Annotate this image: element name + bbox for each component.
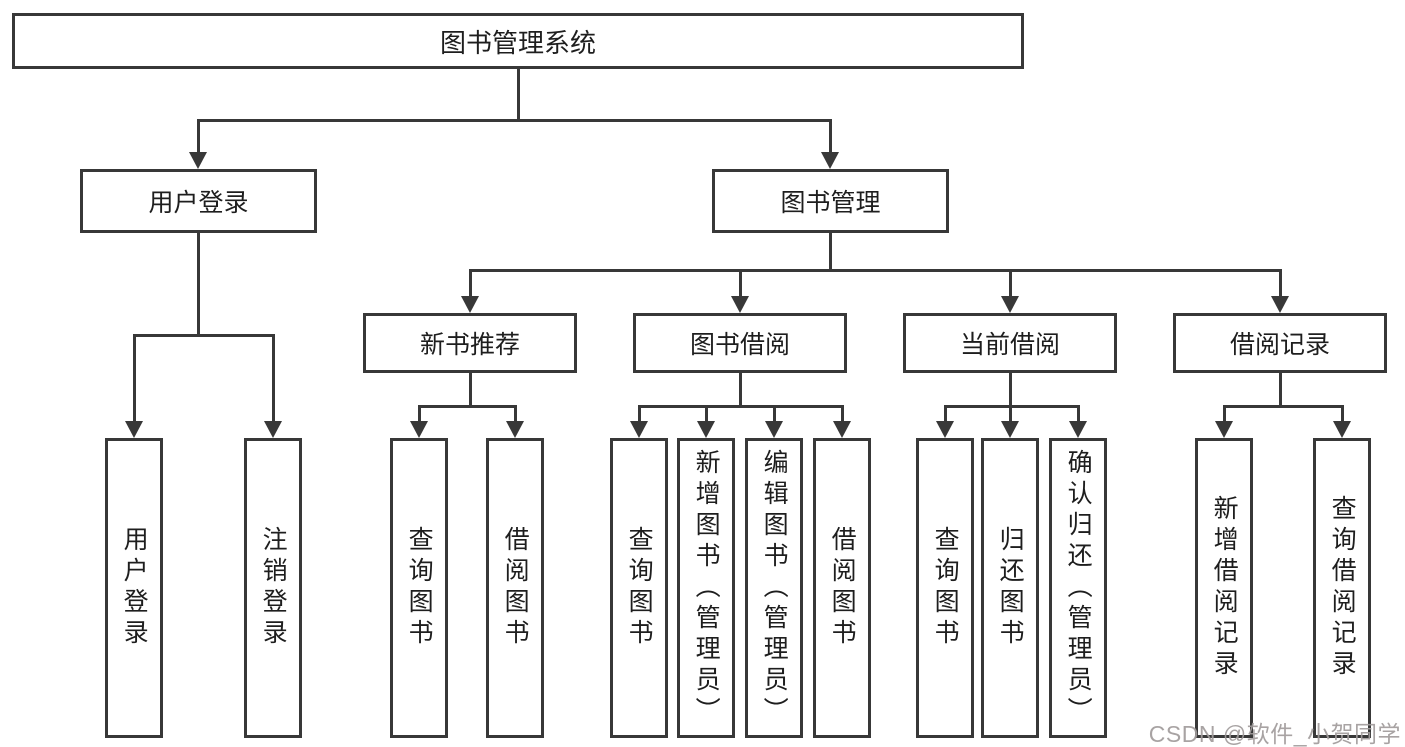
arrowhead-cb-return <box>1001 421 1019 438</box>
leaf-label: 借阅图书 <box>828 526 857 650</box>
arrowhead-bb-edit <box>765 421 783 438</box>
connector-book-borrow-bus <box>637 405 844 408</box>
leaf-label: 确认归还（管理员） <box>1064 448 1093 728</box>
connector-level2-bus <box>196 119 832 122</box>
connector-stub-cb-return <box>1008 407 1012 423</box>
connector-stub-current-borrow <box>1008 271 1012 298</box>
node-new-book-recommend: 新书推荐 <box>363 313 577 373</box>
node-label: 图书管理 <box>780 189 881 217</box>
connector-level3-bus <box>468 269 1282 272</box>
arrowhead-nb-borrow <box>506 421 524 438</box>
node-user-login: 用户登录 <box>80 169 317 233</box>
connector-stub-br-query <box>1340 407 1344 423</box>
arrowhead-br-add <box>1215 421 1233 438</box>
leaf-newbook-query: 查询图书 <box>390 438 448 738</box>
leaf-borrow-book: 借阅图书 <box>813 438 871 738</box>
arrowhead-book-borrow <box>731 296 749 313</box>
leaf-label: 查询图书 <box>405 526 434 650</box>
node-label: 图书借阅 <box>689 331 790 359</box>
connector-stub-nb-query <box>417 407 421 423</box>
node-borrow-records: 借阅记录 <box>1173 313 1387 373</box>
connector-borrow-records-trunk <box>1278 373 1282 407</box>
node-label: 当前借阅 <box>959 331 1060 359</box>
connector-new-book-trunk <box>468 373 472 407</box>
connector-stub-bb-edit <box>772 407 776 423</box>
connector-stub-book-borrow <box>738 271 742 298</box>
leaf-label: 新增图书（管理员） <box>692 448 721 728</box>
arrowhead-book-mgmt <box>821 152 839 169</box>
leaf-borrow-edit-admin: 编辑图书（管理员） <box>745 438 803 738</box>
connector-borrow-records-bus <box>1222 405 1344 408</box>
connector-stub-bb-add <box>704 407 708 423</box>
node-label: 用户登录 <box>148 189 249 217</box>
leaf-label: 编辑图书（管理员） <box>760 448 789 728</box>
arrowhead-borrow-records <box>1271 296 1289 313</box>
arrowhead-user-login <box>189 152 207 169</box>
connector-new-book-bus <box>417 405 517 408</box>
connector-stub-cb-confirm <box>1076 407 1080 423</box>
leaf-label: 注销登录 <box>259 526 288 650</box>
leaf-record-add: 新增借阅记录 <box>1195 438 1253 738</box>
node-label: 借阅记录 <box>1229 331 1330 359</box>
arrowhead-new-book <box>461 296 479 313</box>
leaf-user-login: 用户登录 <box>105 438 163 738</box>
node-book-management: 图书管理 <box>712 169 949 233</box>
connector-stub-leaf-logout <box>271 336 275 423</box>
arrowhead-bb-borrow <box>833 421 851 438</box>
leaf-borrow-query: 查询图书 <box>610 438 668 738</box>
leaf-newbook-borrow: 借阅图书 <box>486 438 544 738</box>
arrowhead-leaf-user-login <box>125 421 143 438</box>
leaf-label: 查询借阅记录 <box>1328 495 1357 681</box>
arrowhead-current-borrow <box>1001 296 1019 313</box>
leaf-label: 查询图书 <box>625 526 654 650</box>
connector-stub-cb-query <box>943 407 947 423</box>
node-label: 新书推荐 <box>419 331 520 359</box>
leaf-logout: 注销登录 <box>244 438 302 738</box>
connector-stub-user-login <box>196 121 200 155</box>
arrowhead-br-query <box>1333 421 1351 438</box>
connector-stub-bb-query <box>637 407 641 423</box>
leaf-label: 用户登录 <box>120 526 149 650</box>
connector-stub-borrow-records <box>1278 271 1282 298</box>
connector-current-borrow-bus <box>943 405 1080 408</box>
leaf-record-query: 查询借阅记录 <box>1313 438 1371 738</box>
node-book-borrow: 图书借阅 <box>633 313 847 373</box>
connector-stub-bb-borrow <box>840 407 844 423</box>
connector-stub-br-add <box>1222 407 1226 423</box>
connector-stub-new-book <box>468 271 472 298</box>
arrowhead-cb-confirm <box>1069 421 1087 438</box>
node-root-library-system: 图书管理系统 <box>12 13 1024 69</box>
connector-root-trunk <box>516 69 520 121</box>
arrowhead-cb-query <box>936 421 954 438</box>
arrowhead-bb-query <box>630 421 648 438</box>
connector-book-mgmt-trunk <box>828 233 832 271</box>
arrowhead-nb-query <box>410 421 428 438</box>
leaf-label: 新增借阅记录 <box>1210 495 1239 681</box>
connector-stub-book-mgmt <box>828 121 832 155</box>
arrowhead-leaf-logout <box>264 421 282 438</box>
csdn-watermark: CSDN @软件_小贺同学 <box>1148 721 1401 747</box>
connector-current-borrow-trunk <box>1008 373 1012 407</box>
connector-stub-leaf-user-login <box>132 336 136 423</box>
leaf-label: 查询图书 <box>931 526 960 650</box>
connector-user-login-trunk <box>196 233 200 336</box>
connector-stub-nb-borrow <box>513 407 517 423</box>
leaf-current-return: 归还图书 <box>981 438 1039 738</box>
node-label: 图书管理系统 <box>439 27 596 58</box>
connector-book-borrow-trunk <box>738 373 742 407</box>
leaf-label: 借阅图书 <box>501 526 530 650</box>
arrowhead-bb-add <box>697 421 715 438</box>
leaf-label: 归还图书 <box>996 526 1025 650</box>
connector-user-login-bus <box>132 334 275 337</box>
leaf-current-confirm-admin: 确认归还（管理员） <box>1049 438 1107 738</box>
leaf-current-query: 查询图书 <box>916 438 974 738</box>
node-current-borrow: 当前借阅 <box>903 313 1117 373</box>
leaf-borrow-add-admin: 新增图书（管理员） <box>677 438 735 738</box>
